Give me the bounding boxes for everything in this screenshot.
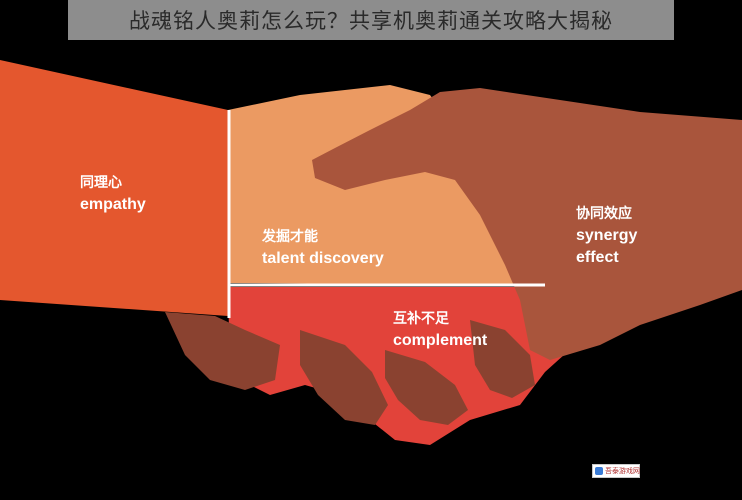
finger-detail-2 (300, 330, 388, 425)
empathy-arm (0, 60, 228, 316)
talent-en: talent discovery (262, 250, 384, 267)
talent-zh: 发掘才能 (262, 229, 318, 245)
complement-label: 互补不足 complement (393, 308, 487, 352)
watermark-logo: 吾泰游戏网 (592, 464, 640, 478)
complement-en: complement (393, 332, 488, 349)
title-bar: 战魂铭人奥莉怎么玩？共享机奥莉通关攻略大揭秘 (68, 0, 674, 40)
synergy-en: synergy (576, 227, 638, 244)
empathy-en: empathy (80, 196, 146, 213)
synergy-en2: effect (576, 249, 619, 266)
finger-detail-4 (470, 320, 535, 398)
empathy-zh: 同理心 (80, 175, 122, 191)
synergy-label: 协同效应 synergy effect (576, 203, 637, 269)
talent-label: 发掘才能 talent discovery (262, 226, 384, 270)
complement-zh: 互补不足 (393, 311, 449, 327)
empathy-label: 同理心 empathy (80, 172, 146, 216)
finger-detail-1 (165, 312, 280, 390)
watermark-icon (595, 467, 603, 475)
watermark-text: 吾泰游戏网 (605, 467, 640, 475)
page-title: 战魂铭人奥莉怎么玩？共享机奥莉通关攻略大揭秘 (129, 9, 613, 33)
finger-detail-3 (385, 350, 468, 425)
talent-hand (228, 85, 540, 285)
synergy-hand (312, 88, 742, 360)
synergy-zh: 协同效应 (576, 206, 632, 222)
